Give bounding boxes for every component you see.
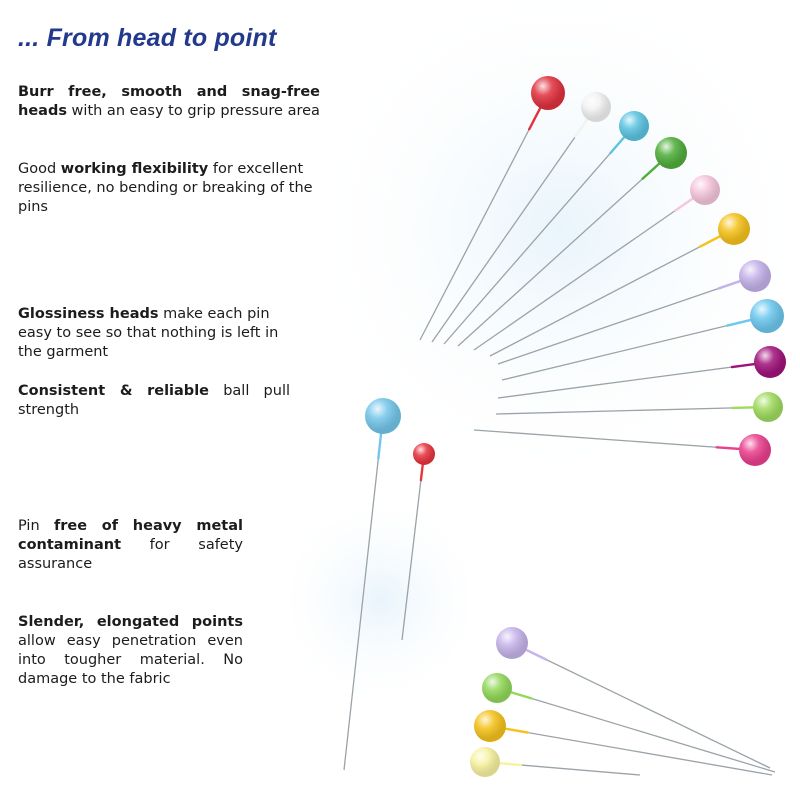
pin-shaft — [496, 687, 776, 773]
feature-ball-pull-highlight: Consistent & reliable — [18, 383, 209, 399]
pin-shaft — [473, 189, 706, 351]
pin-head-shine — [413, 443, 435, 465]
feature-flexibility: Good working flexibility for excellent r… — [18, 160, 323, 217]
pin-shaft — [489, 228, 735, 357]
pin-shaft — [489, 725, 773, 776]
pin-shaft — [497, 361, 771, 399]
pin — [443, 111, 649, 345]
background-glow — [270, 490, 490, 710]
pin-head-shine — [655, 137, 687, 169]
feature-glossiness-text: make each pin easy to see so that nothin… — [18, 306, 279, 360]
feature-heavy-metal: Pin free of heavy metal contaminant for … — [18, 517, 243, 574]
feature-heads-text: with an easy to grip pressure area — [66, 103, 320, 119]
pin — [474, 710, 773, 776]
feature-heavy-metal-text: for safety assurance — [18, 537, 243, 572]
feature-glossiness: Glossiness heads make each pin easy to s… — [18, 305, 298, 362]
pin — [473, 429, 771, 466]
pin-shaft — [431, 106, 597, 343]
pin-shaft — [343, 415, 384, 771]
background-glow — [300, 0, 800, 490]
pin-shaft — [473, 429, 756, 451]
feature-heads: Burr free, smooth and snag-free heads wi… — [18, 83, 320, 121]
pin — [419, 76, 565, 341]
pin-shaft — [401, 453, 425, 641]
feature-slender-points-highlight: Slender, elongated points — [18, 614, 243, 630]
pin-shaft — [457, 152, 672, 347]
pin — [473, 175, 720, 351]
pin-head-shine — [718, 213, 750, 245]
pin-head-shine — [474, 710, 506, 742]
pin-shaft — [511, 642, 771, 769]
pin — [431, 92, 611, 343]
pin — [401, 443, 435, 641]
pin — [343, 398, 401, 771]
pin — [489, 213, 750, 357]
pin-head-shine — [619, 111, 649, 141]
pin — [497, 346, 786, 399]
pin-head-shine — [531, 76, 565, 110]
feature-heavy-metal-lead: Pin — [18, 518, 54, 534]
feature-heads-highlight: Burr free, smooth and snag-free heads — [18, 84, 320, 119]
pin — [470, 747, 641, 777]
pin-shaft — [443, 125, 635, 345]
feature-slender-points: Slender, elongated points allow easy pen… — [18, 613, 243, 689]
pin-head-shine — [753, 392, 783, 422]
pin-head-shine — [754, 346, 786, 378]
pin-shaft — [497, 275, 756, 365]
pin-shaft — [501, 315, 768, 381]
feature-ball-pull: Consistent & reliable ball pull strength — [18, 382, 290, 420]
pin — [497, 260, 771, 365]
pin-head-shine — [365, 398, 401, 434]
pin-head-shine — [482, 673, 512, 703]
feature-flexibility-highlight: working flexibility — [60, 161, 209, 177]
pin-head-shine — [739, 260, 771, 292]
pin-head-shine — [690, 175, 720, 205]
pin-head-shine — [496, 627, 528, 659]
pin-head-shine — [750, 299, 784, 333]
pin-head-shine — [739, 434, 771, 466]
feature-slender-points-text: allow easy penetration even into tougher… — [18, 633, 243, 687]
page-title: ... From head to point — [18, 24, 277, 52]
pin — [482, 673, 776, 773]
pin-head-shine — [581, 92, 611, 122]
pin — [496, 627, 771, 769]
pin — [457, 137, 687, 347]
feature-ball-pull-text: ball pull strength — [18, 383, 290, 418]
feature-flexibility-lead: Good — [18, 161, 61, 177]
feature-glossiness-highlight: Glossiness heads — [18, 306, 159, 322]
pin-shaft — [419, 92, 549, 341]
pin — [501, 299, 784, 381]
pin-shaft — [495, 406, 769, 415]
feature-heavy-metal-highlight: free of heavy metal contaminant — [18, 518, 243, 553]
feature-flexibility-text: for excellent resilience, no bending or … — [18, 161, 313, 215]
pin — [495, 392, 783, 422]
pin-head-shine — [470, 747, 500, 777]
